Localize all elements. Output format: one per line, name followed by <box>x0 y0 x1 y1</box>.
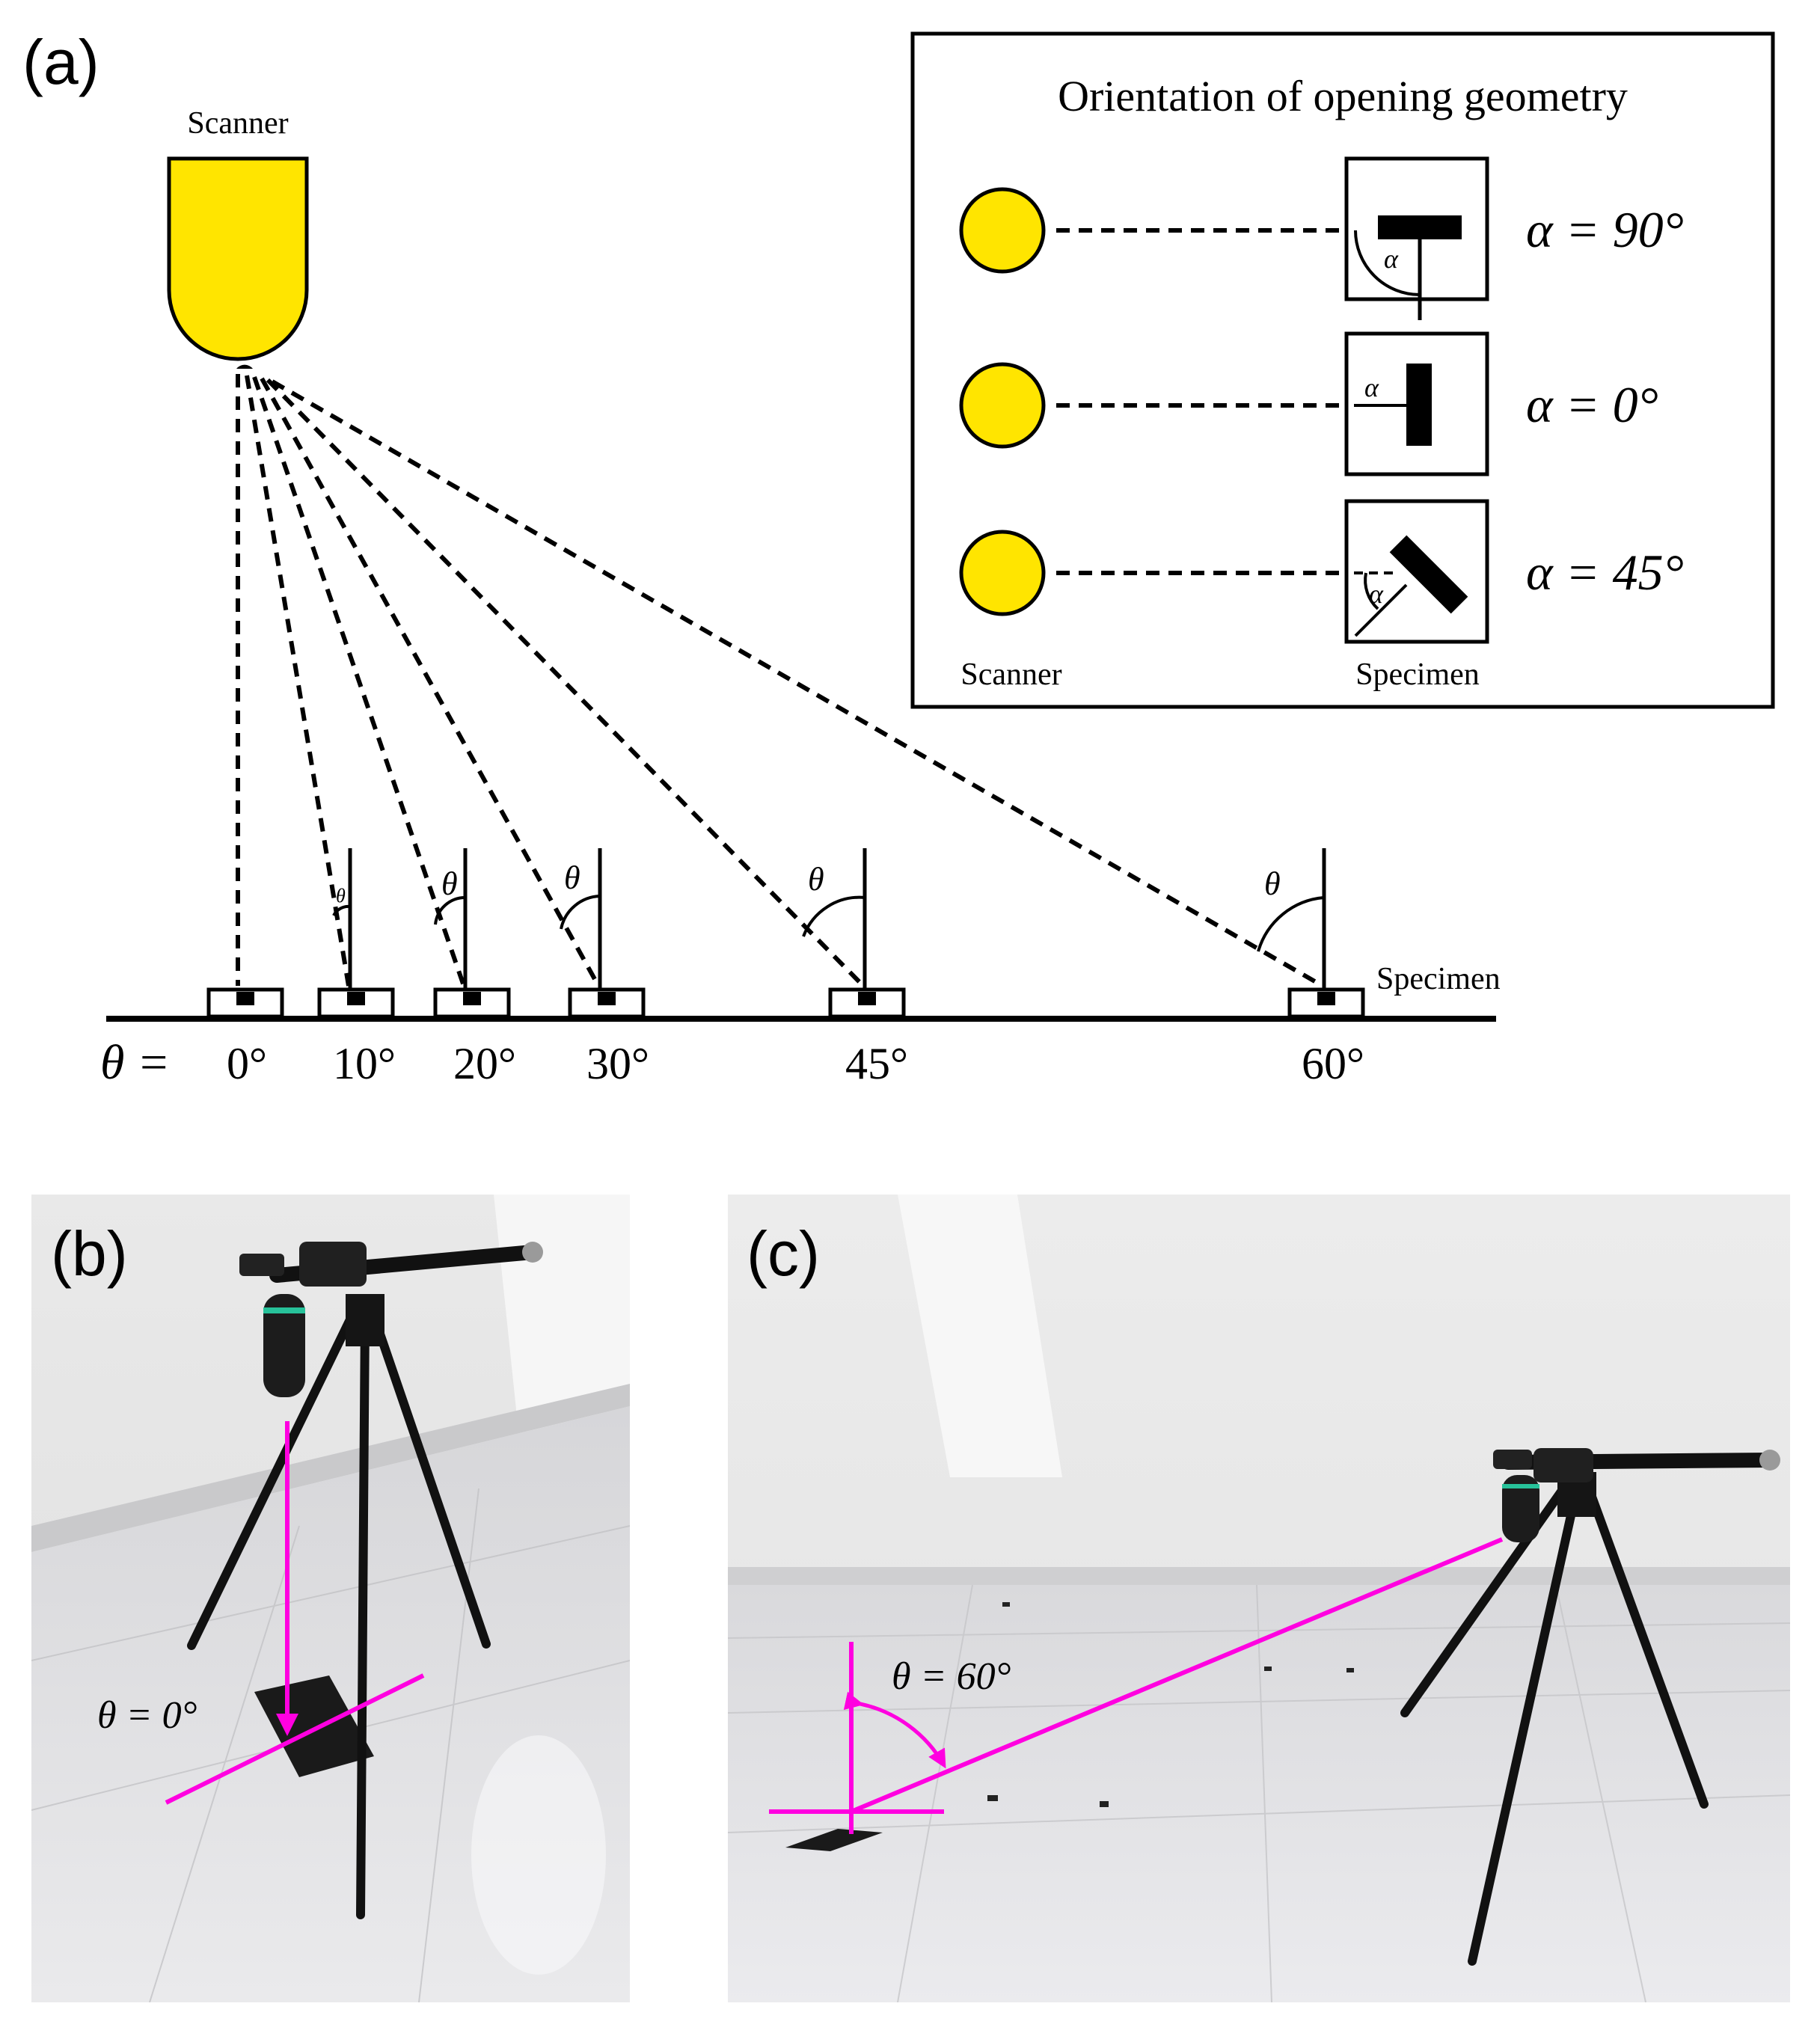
panel-b-photo: θ = 0° <box>31 1195 630 2002</box>
alpha-symbol: α <box>1369 579 1384 609</box>
angle-value-labels: 0° 10° 20° 30° 45° 60° <box>227 1039 1364 1088</box>
orientation-inset: Orientation of opening geometry α α = 90… <box>910 31 1775 709</box>
alpha-45-label: α = 45° <box>1526 544 1684 601</box>
specimen-plate <box>254 1675 374 1777</box>
angle-value-0: 0° <box>227 1039 267 1088</box>
theta-labels: θ θ θ θ θ <box>336 859 1281 907</box>
theta-symbol-20: θ <box>441 865 458 902</box>
scanner-label: Scanner <box>187 106 288 141</box>
specimen-label: Specimen <box>1376 962 1501 996</box>
inset-scanner-label: Scanner <box>960 657 1061 692</box>
angle-value-45: 45° <box>845 1039 908 1088</box>
scanner-lens <box>236 364 253 369</box>
alpha-90-label: α = 90° <box>1526 201 1684 258</box>
angle-value-60: 60° <box>1302 1039 1364 1088</box>
specimen-60 <box>1287 987 1365 1019</box>
theta-symbol-45: θ <box>808 861 824 898</box>
specimen-20 <box>433 987 511 1019</box>
panel-c-annotation: θ = 60° <box>892 1655 1011 1698</box>
panel-c-label: (c) <box>747 1218 820 1289</box>
sight-line-30 <box>260 377 601 987</box>
panel-a: (a) Scanner <box>22 27 1775 1090</box>
opening-bar <box>1389 535 1468 614</box>
theta-prefix: θ = <box>100 1035 170 1090</box>
angle-value-30: 30° <box>586 1039 649 1088</box>
panel-c-photo: θ = 60° <box>728 1195 1790 2002</box>
opening-bar <box>1406 364 1432 446</box>
scanner-device <box>263 1294 305 1397</box>
inset-row-45: α α = 45° <box>959 499 1684 644</box>
alpha-symbol: α <box>1384 244 1399 274</box>
inset-title: Orientation of opening geometry <box>1058 72 1628 120</box>
specimen-10 <box>317 987 395 1019</box>
angle-value-20: 20° <box>453 1039 516 1088</box>
panel-a-label: (a) <box>22 27 99 97</box>
specimen-0 <box>206 987 284 1019</box>
specimen-45 <box>828 987 906 1019</box>
theta-symbol-60: θ <box>1264 865 1281 902</box>
inset-specimen-label: Specimen <box>1355 657 1480 692</box>
inset-row-90: α α = 90° <box>959 156 1684 320</box>
sight-line-45 <box>266 378 865 988</box>
opening-bar <box>1378 215 1462 239</box>
scanner-dot <box>959 530 1046 616</box>
angle-arcs <box>332 895 1325 952</box>
angle-arc <box>843 1691 946 1769</box>
scanner-device <box>1502 1475 1539 1542</box>
beam-line <box>850 1537 1504 1814</box>
panel-b-label: (b) <box>51 1218 128 1289</box>
scanner-dot <box>959 187 1046 274</box>
alpha-symbol: α <box>1364 372 1379 402</box>
angle-value-10: 10° <box>333 1039 396 1088</box>
specimens <box>206 987 1365 1019</box>
sight-lines <box>236 374 1324 988</box>
theta-symbol-10: θ <box>336 885 346 907</box>
specimen-plate <box>785 1829 883 1851</box>
theta-symbol-30: θ <box>564 859 580 896</box>
sight-line-10 <box>245 375 351 987</box>
alpha-0-label: α = 0° <box>1526 376 1658 433</box>
inset-row-0: α α = 0° <box>959 331 1658 476</box>
normal-lines <box>348 848 1326 989</box>
panel-b-annotation: θ = 0° <box>97 1694 197 1737</box>
scanner-icon <box>167 156 309 361</box>
scanner-dot <box>959 362 1046 449</box>
specimen-30 <box>568 987 646 1019</box>
specimen-plane-line <box>165 1673 425 1805</box>
sight-line-20 <box>252 376 466 987</box>
